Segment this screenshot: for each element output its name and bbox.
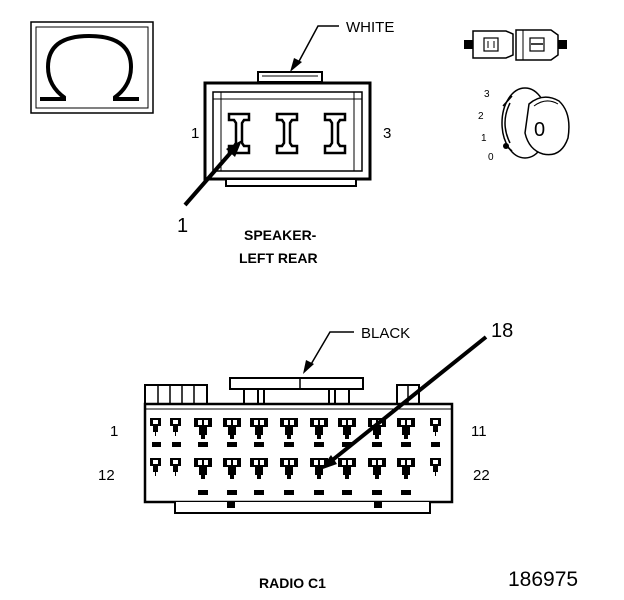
speaker-wire-color-label: WHITE bbox=[346, 19, 394, 36]
radio-row-1-end-label: 11 bbox=[471, 423, 487, 440]
speaker-pin-1-label: 1 bbox=[191, 125, 199, 142]
key-position-1: 1 bbox=[481, 133, 487, 144]
speaker-callout-pin: 1 bbox=[177, 215, 188, 237]
radio-connector: BLACK bbox=[98, 320, 513, 591]
radio-row-2-end-label: 22 bbox=[473, 467, 490, 484]
key-position-0: 0 bbox=[488, 152, 494, 163]
speaker-pin-3-label: 3 bbox=[383, 125, 391, 142]
radio-wire-color-label: BLACK bbox=[361, 325, 410, 342]
radio-row-1-start-label: 1 bbox=[110, 423, 118, 440]
figure-id: 186975 bbox=[508, 568, 578, 591]
speaker-title-line2: LEFT REAR bbox=[239, 250, 318, 266]
key-face-label: 0 bbox=[534, 119, 545, 141]
ground-symbol-box bbox=[30, 21, 154, 114]
radio-callout-pin: 18 bbox=[491, 320, 513, 342]
key-position-3: 3 bbox=[484, 89, 490, 100]
ground-symbol-icon bbox=[45, 33, 134, 100]
radio-title: RADIO C1 bbox=[259, 575, 326, 591]
connector-view-detail: 0 3 2 1 0 bbox=[464, 29, 570, 163]
radio-row-2-start-label: 12 bbox=[98, 467, 115, 484]
speaker-connector: WHITE 1 3 1 SPEAKER- LEFT REAR bbox=[177, 19, 394, 266]
key-position-2: 2 bbox=[478, 111, 484, 122]
speaker-title-line1: SPEAKER- bbox=[244, 227, 317, 243]
